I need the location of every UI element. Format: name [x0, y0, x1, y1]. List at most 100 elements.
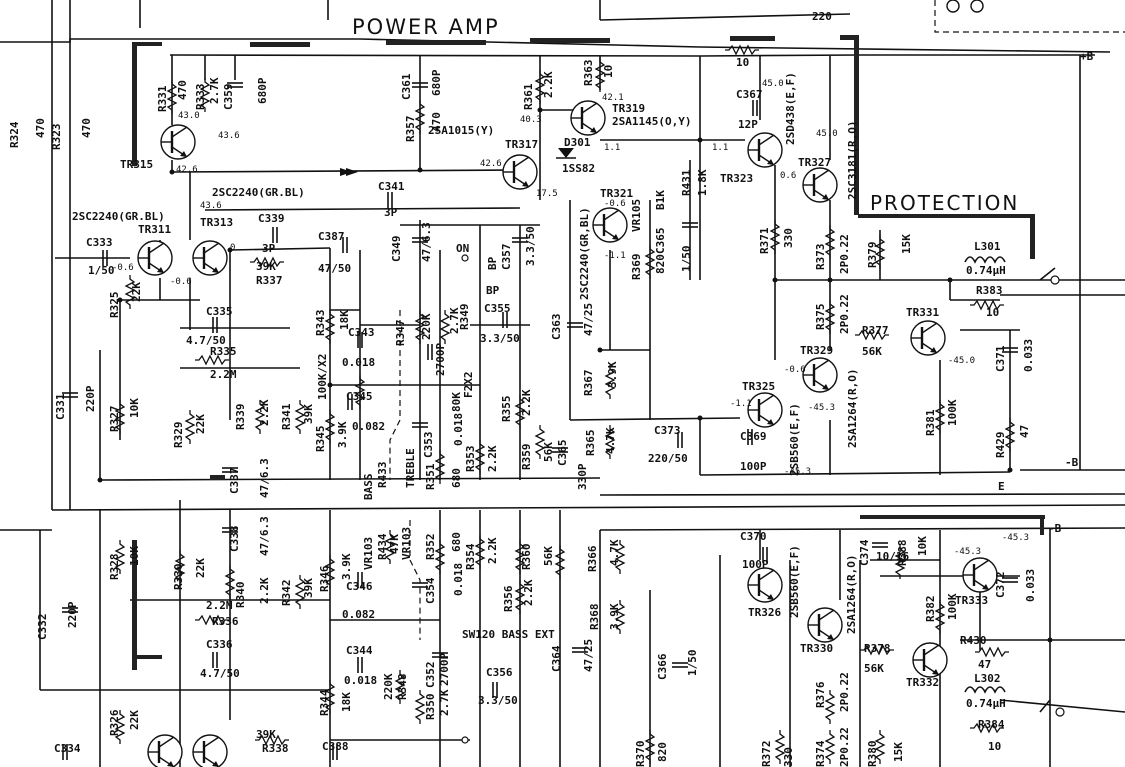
r357-label: R357	[404, 116, 417, 143]
r383-value: 10	[986, 306, 999, 319]
tr327-label: TR327	[798, 156, 831, 169]
c372-value: 0.033	[1024, 569, 1037, 602]
tr330-label: TR330	[800, 642, 833, 655]
r348-value: 220K	[382, 673, 395, 700]
r326-value: 22K	[128, 710, 141, 730]
c387-label: C387	[318, 230, 345, 243]
r375-label: R375	[814, 304, 827, 331]
r331-value: 470	[176, 80, 189, 100]
tr331-label: TR331	[906, 306, 939, 319]
tr321-label: TR321	[600, 187, 633, 200]
r380-value: 15K	[892, 742, 905, 762]
c344-value: 0.018	[344, 674, 377, 687]
c344-label: C344	[346, 644, 373, 657]
l302-value: 0.74µH	[966, 697, 1006, 710]
r355-label: R355	[500, 396, 513, 423]
r366-value: 4.7K	[608, 539, 621, 566]
tr313-type: 2SC2240(GR.BL)	[212, 186, 305, 199]
tr317-label: TR317	[505, 138, 538, 151]
d301-value: 1SS82	[562, 162, 595, 175]
r344-value: 18K	[340, 692, 353, 712]
r346-label: R346	[318, 565, 331, 592]
r371-label: R371	[758, 227, 771, 254]
r336-value: 2.2M	[206, 599, 233, 612]
r220-label: 220	[812, 10, 832, 23]
voltage-label: -45.3	[784, 467, 811, 477]
vr105-label: VR105	[630, 199, 643, 232]
voltage-label: -0.6	[784, 365, 806, 375]
c353-value: 0.018	[452, 413, 465, 446]
c365-value: 330P	[576, 463, 589, 490]
r378-label: R378	[864, 642, 891, 655]
tr330-type: 2SA1264(R,O)	[845, 555, 858, 634]
c371-value: 0.033	[1022, 339, 1035, 372]
r350-label: R350	[424, 694, 437, 721]
c359-value: 680P	[256, 77, 269, 104]
voltage-label: -0.6	[112, 263, 134, 273]
c352-label: C352	[424, 662, 437, 689]
r383-label: R383	[976, 284, 1003, 297]
voltage-label: 45.0	[762, 79, 784, 89]
r335-label: R335	[210, 345, 237, 358]
c363-label: C363	[550, 314, 563, 341]
r384-label: R384	[978, 718, 1005, 731]
r381-label: R381	[924, 409, 937, 436]
voltage-label: 40.3	[520, 115, 542, 125]
c343-label: C343	[348, 326, 375, 339]
c372-label: C372	[994, 572, 1007, 599]
r370-label: R370	[634, 741, 647, 767]
tr323-type: 2SD438(E,F)	[784, 72, 797, 145]
tr313-label: TR313	[200, 216, 233, 229]
r365-value: 4.7K	[604, 427, 617, 454]
r380-label: R380	[866, 741, 879, 767]
vr105-value: B1K	[654, 190, 667, 210]
c356-value: 3.3/50	[478, 694, 518, 707]
treble-label: TREBLE	[404, 448, 417, 488]
c355-value: 3.3/50	[480, 332, 520, 345]
r367-label: R367	[582, 370, 595, 397]
c335-value: 4.7/50	[186, 334, 226, 347]
top-strip: 220 R324 470 R323 470	[8, 0, 984, 176]
r351-label: R351	[424, 463, 437, 490]
r363-label: R363	[582, 60, 595, 87]
c363-value: 47/25	[582, 303, 595, 336]
sw120-label: SW120 BASS EXT	[462, 628, 555, 641]
r360-value: 56K	[542, 546, 555, 566]
r434-label: R434	[376, 533, 389, 560]
r352-value: 680	[450, 532, 463, 552]
r351-value: 680	[450, 468, 463, 488]
r326-label: R326	[108, 709, 121, 736]
l301-label: L301	[974, 240, 1001, 253]
c355-label: C355	[484, 302, 511, 315]
r350-value: 2.7K	[438, 689, 451, 716]
r379-value: 15K	[900, 234, 913, 254]
voltage-label: 43.6	[218, 131, 240, 141]
r327-label: R327	[108, 406, 121, 433]
c371-label: C371	[994, 345, 1007, 372]
voltage-label: 43.6	[200, 201, 222, 211]
r341-value: 39K	[302, 404, 315, 424]
r355-value: 2.2K	[520, 389, 533, 416]
c331-label: C331	[54, 393, 67, 420]
r377-value: 56K	[862, 345, 882, 358]
r361-label: R361	[522, 83, 535, 110]
c367-label: C367	[736, 88, 763, 101]
c341-label: C341	[378, 180, 405, 193]
tr311-label: TR311	[138, 223, 171, 236]
tr329-label: TR329	[800, 344, 833, 357]
vr103-lower-label: VR103	[362, 537, 375, 570]
r331-label: R331	[156, 85, 169, 112]
voltage-label: -0.6	[170, 277, 192, 287]
earth-label: E	[998, 480, 1005, 493]
r356-value: 2.2K	[522, 579, 535, 606]
r372-value: 330	[782, 747, 795, 767]
c343-value: 0.018	[342, 356, 375, 369]
r434-value: 47K	[388, 534, 401, 554]
r324-label: R324	[8, 121, 21, 148]
tr325-label: TR325	[742, 380, 775, 393]
r359-label: R359	[520, 444, 533, 471]
c333-label: C333	[86, 236, 113, 249]
vr101-value: 100K/X2	[316, 354, 329, 400]
c345-value: 0.082	[352, 420, 385, 433]
c387-value: 47/50	[318, 262, 351, 275]
